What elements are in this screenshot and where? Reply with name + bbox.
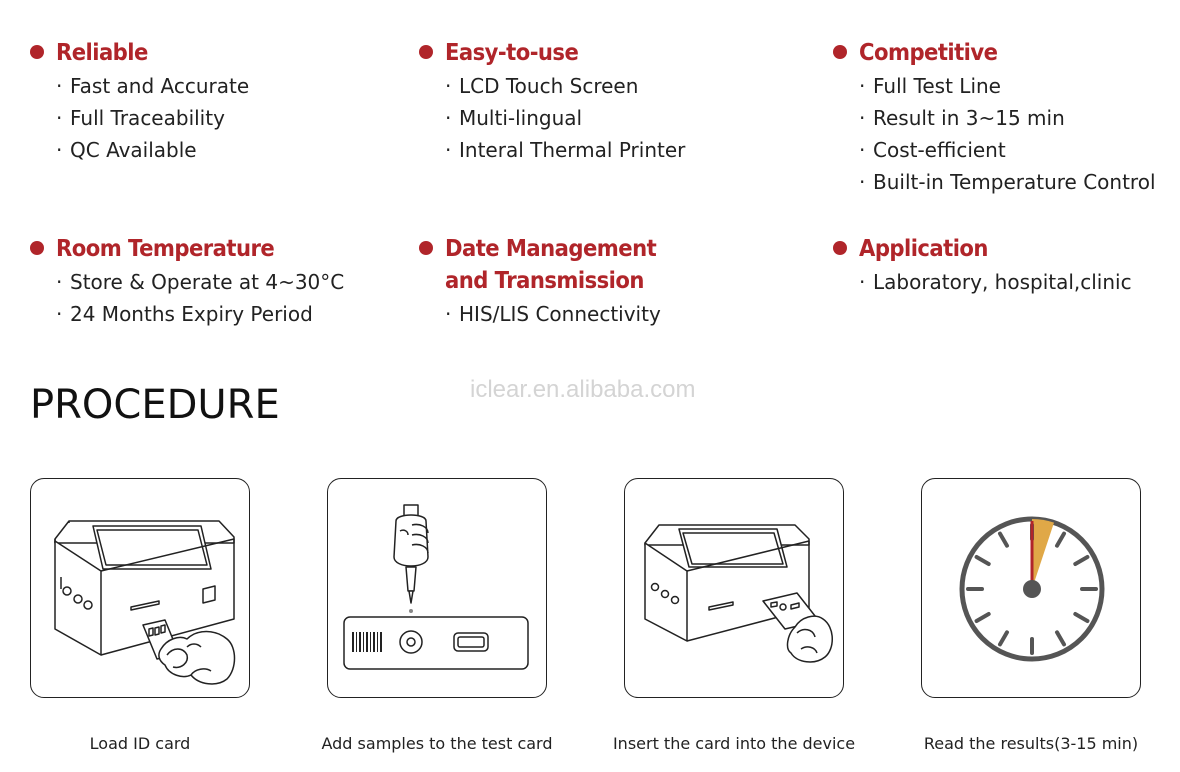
clock-tick <box>998 531 1009 548</box>
feature-item: ·Built-in Temperature Control <box>859 170 1156 194</box>
clock-tick <box>974 555 991 566</box>
feature-header: Application <box>833 233 1132 265</box>
clock-tick <box>1055 531 1066 548</box>
feature-title: Easy-to-use <box>445 40 579 66</box>
feature-item: ·LCD Touch Screen <box>445 74 639 98</box>
pipette-test-card-icon <box>343 504 529 670</box>
feature-item: ·Multi-lingual <box>445 106 583 130</box>
bullet-dot-icon <box>419 241 433 255</box>
clock-tick <box>1055 630 1066 647</box>
clock-tick <box>974 612 991 623</box>
feature-item: ·Result in 3~15 min <box>859 106 1065 130</box>
bullet-dot-icon <box>833 241 847 255</box>
step-caption: Insert the card into the device <box>612 734 856 753</box>
feature-header: Competitive <box>833 37 1156 69</box>
procedure-title: PROCEDURE <box>30 382 280 428</box>
feature-item: ·QC Available <box>56 138 197 162</box>
feature-data-management: Date Management and Transmission ·HIS/LI… <box>419 233 675 330</box>
feature-header: Reliable <box>30 37 249 69</box>
feature-header: Easy-to-use <box>419 37 685 69</box>
feature-list: ·Laboratory, hospital,clinic <box>833 266 1132 298</box>
step-caption: Load ID card <box>89 734 191 753</box>
clock-center <box>1023 580 1041 598</box>
feature-list: ·LCD Touch Screen ·Multi-lingual ·Intera… <box>419 70 685 166</box>
feature-title: Date Management and Transmission <box>445 236 657 294</box>
feature-title: Reliable <box>56 40 148 66</box>
feature-header: Date Management and Transmission <box>419 233 675 297</box>
feature-easy-to-use: Easy-to-use ·LCD Touch Screen ·Multi-lin… <box>419 37 685 166</box>
clock-tick <box>1073 555 1090 566</box>
bullet-dot-icon <box>833 45 847 59</box>
feature-application: Application ·Laboratory, hospital,clinic <box>833 233 1132 298</box>
bullet-dot-icon <box>30 241 44 255</box>
step-load-id-card <box>30 478 250 698</box>
feature-item: ·Store & Operate at 4~30°C <box>56 270 345 294</box>
feature-item: ·Laboratory, hospital,clinic <box>859 270 1132 294</box>
feature-list: ·Fast and Accurate ·Full Traceability ·Q… <box>30 70 249 166</box>
clock-tick <box>1073 612 1090 623</box>
feature-item: ·Cost-efficient <box>859 138 1006 162</box>
step-add-samples <box>327 478 547 698</box>
timer-wedge <box>1032 519 1054 589</box>
device-load-id-card-icon <box>54 520 236 685</box>
feature-item: ·Full Traceability <box>56 106 225 130</box>
clock-timer-icon <box>959 516 1105 662</box>
feature-competitive: Competitive ·Full Test Line ·Result in 3… <box>833 37 1156 198</box>
step-insert-card <box>624 478 844 698</box>
feature-list: ·Full Test Line ·Result in 3~15 min ·Cos… <box>833 70 1156 198</box>
feature-item: ·Full Test Line <box>859 74 1001 98</box>
clock-tick <box>998 630 1009 647</box>
device-insert-card-icon <box>644 524 833 663</box>
feature-list: ·Store & Operate at 4~30°C ·24 Months Ex… <box>30 266 344 330</box>
feature-item: ·HIS/LIS Connectivity <box>445 302 661 326</box>
bullet-dot-icon <box>419 45 433 59</box>
feature-item: ·Interal Thermal Printer <box>445 138 686 162</box>
feature-title: Competitive <box>859 40 998 66</box>
feature-title: Room Temperature <box>56 236 275 262</box>
watermark: iclear.en.alibaba.com <box>470 376 696 403</box>
feature-item: ·24 Months Expiry Period <box>56 302 313 326</box>
feature-item: ·Fast and Accurate <box>56 74 250 98</box>
feature-header: Room Temperature <box>30 233 344 265</box>
step-read-results <box>921 478 1141 698</box>
step-caption: Add samples to the test card <box>321 734 553 753</box>
feature-room-temperature: Room Temperature ·Store & Operate at 4~3… <box>30 233 344 330</box>
bullet-dot-icon <box>30 45 44 59</box>
feature-reliable: Reliable ·Fast and Accurate ·Full Tracea… <box>30 37 249 166</box>
step-caption: Read the results(3-15 min) <box>923 734 1139 753</box>
feature-list: ·HIS/LIS Connectivity <box>419 298 675 330</box>
feature-title: Application <box>859 236 988 262</box>
